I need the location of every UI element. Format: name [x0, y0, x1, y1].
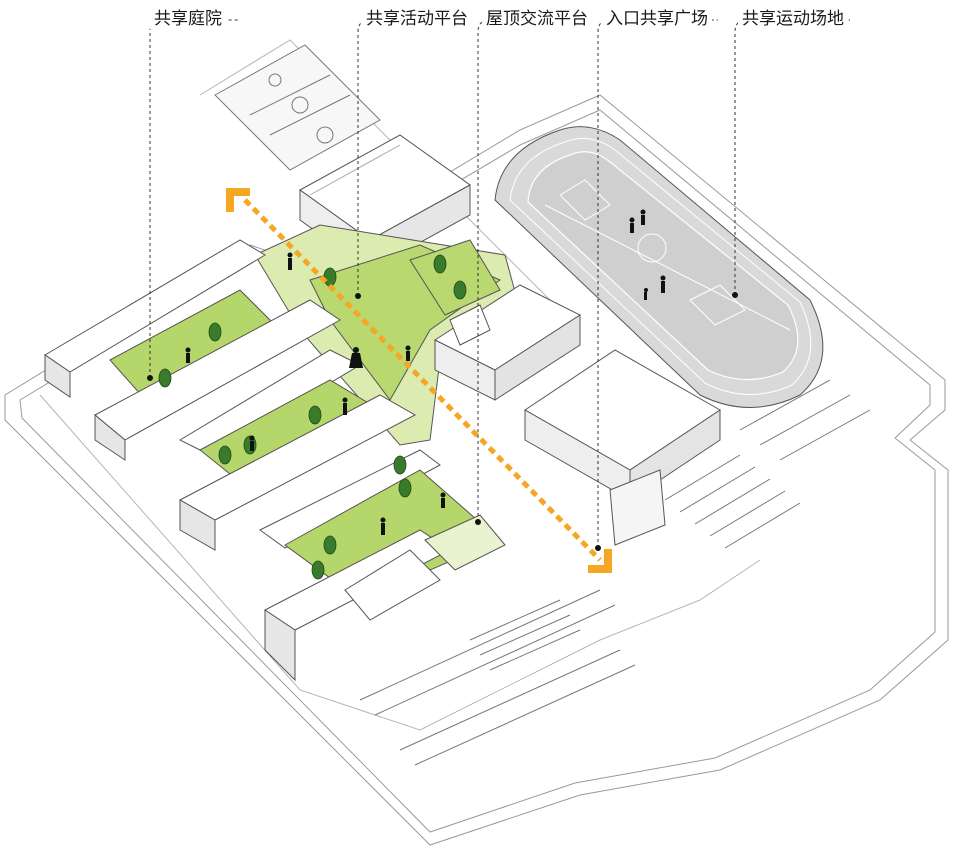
- basketball-courts: [214, 44, 381, 171]
- label-roof-platform: 屋顶交流平台: [482, 4, 592, 29]
- site-boundary: [4, 39, 949, 846]
- main-axis: [226, 188, 612, 573]
- people: [185, 209, 666, 535]
- gymnasium: [524, 349, 721, 546]
- label-shared-sports-field: 共享运动场地: [738, 4, 848, 29]
- label-shared-activity-platform: 共享活动平台: [362, 4, 472, 29]
- parking-lots: [359, 379, 871, 766]
- leader-dots: [147, 292, 738, 551]
- east-building: [433, 284, 582, 401]
- teaching-wings: [44, 239, 506, 682]
- running-track: [494, 126, 824, 408]
- label-entrance-plaza: 入口共享广场: [602, 4, 712, 29]
- label-shared-courtyard: 共享庭院: [150, 4, 226, 29]
